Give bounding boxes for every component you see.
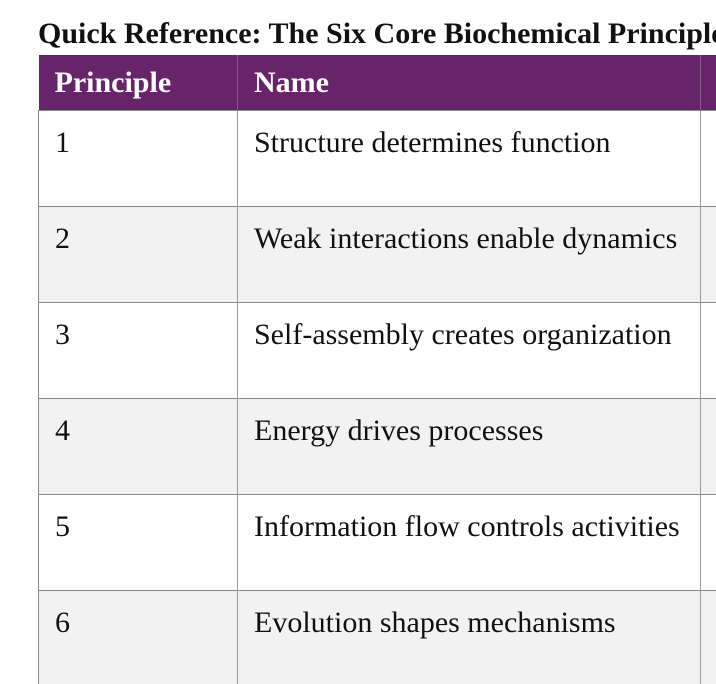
cell-principle-number: 6 — [38, 590, 238, 684]
table-header-row: Principle Name — [38, 55, 716, 111]
cell-principle-name: Evolution shapes mechanisms — [237, 590, 701, 684]
cell-principle-name: Structure determines function — [237, 110, 701, 207]
page-title: Quick Reference: The Six Core Biochemica… — [38, 17, 716, 50]
cell-extra — [700, 494, 716, 591]
table-row: 4 Energy drives processes — [38, 398, 716, 495]
table-row: 3 Self-assembly creates organization — [38, 302, 716, 399]
cell-principle-number: 1 — [38, 110, 238, 207]
header-principle: Principle — [38, 55, 238, 111]
table-row: 6 Evolution shapes mechanisms — [38, 590, 716, 684]
cell-principle-name: Energy drives processes — [237, 398, 701, 495]
cell-extra — [700, 590, 716, 684]
cell-extra — [700, 302, 716, 399]
cell-principle-number: 3 — [38, 302, 238, 399]
principles-table-wrapper: Principle Name 1 Structure determines fu… — [38, 55, 716, 684]
table-row: 5 Information flow controls activities — [38, 494, 716, 591]
header-name: Name — [237, 55, 701, 111]
cell-extra — [700, 206, 716, 303]
cell-principle-number: 4 — [38, 398, 238, 495]
cell-principle-name: Weak interactions enable dynamics — [237, 206, 701, 303]
cell-principle-name: Self-assembly creates organization — [237, 302, 701, 399]
cell-extra — [700, 110, 716, 207]
table-row: 2 Weak interactions enable dynamics — [38, 206, 716, 303]
cell-principle-name: Information flow controls activities — [237, 494, 701, 591]
cell-principle-number: 2 — [38, 206, 238, 303]
principles-table: Principle Name 1 Structure determines fu… — [38, 55, 716, 684]
header-extra — [700, 55, 716, 111]
cell-extra — [700, 398, 716, 495]
table-row: 1 Structure determines function — [38, 110, 716, 207]
cell-principle-number: 5 — [38, 494, 238, 591]
